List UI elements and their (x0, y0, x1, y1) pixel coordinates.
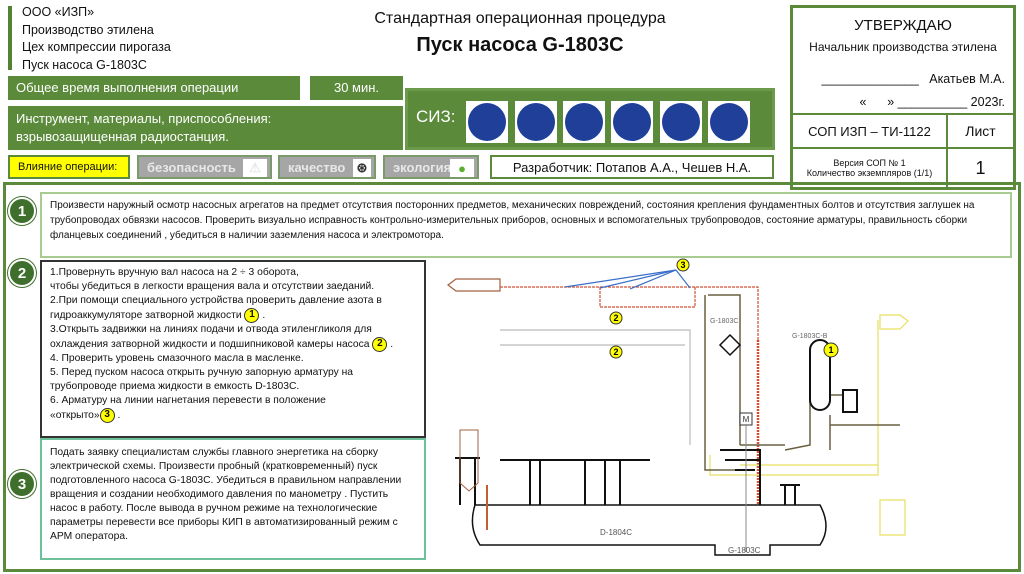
step-2-line-text: гидроаккумуляторе затворной жидкости (50, 310, 242, 322)
org-name: ООО «ИЗП» (22, 5, 95, 19)
sheet-number: 1 (948, 147, 1013, 187)
step-2-line: 4. Проверить уровень смазочного масла в … (50, 353, 304, 365)
steps-frame (3, 182, 1021, 572)
approval-date: « » __________ 2023г. (859, 95, 1005, 109)
approval-block: УТВЕРЖДАЮ Начальник производства этилена… (790, 5, 1016, 190)
outlet-arrow (447, 278, 501, 292)
step-2-line: 2.При помощи специального устройства про… (50, 295, 382, 306)
approval-position: Начальник производства этилена (809, 40, 997, 54)
diagram-marker-2b: 2 (613, 347, 618, 357)
tools-label: Инструмент, материалы, приспособления: (16, 111, 272, 126)
step-2-line: чтобы убедиться в легкости вращения вала… (50, 281, 375, 292)
tools-box: Инструмент, материалы, приспособления: в… (8, 106, 403, 150)
version-text: Версия СОП № 1 (833, 158, 906, 168)
tools-value: взрывозащищенная радиостанция. (16, 129, 229, 144)
leaf-icon: ● (450, 159, 474, 177)
accumulator-label: G-1803C-B (792, 333, 828, 340)
approval-heading: УТВЕРЖДАЮ (854, 17, 952, 34)
org-info: ООО «ИЗП» Производство этилена Цех компр… (22, 4, 171, 74)
step-2-line: 6. Арматуру на линии нагнетания перевест… (50, 395, 326, 407)
version-info: Версия СОП № 1 Количество экземпляров (1… (793, 147, 948, 187)
step-2-line: гидроаккумуляторе затворной жидкости 1 . (50, 308, 266, 323)
time-label: Общее время выполнения операции (8, 76, 300, 100)
step-2-line: 1.Провернуть вручную вал насоса на 2 ÷ 3… (50, 267, 299, 278)
impact-label: Влияние операции: (8, 155, 130, 179)
doc-code: СОП ИЗП – ТИ-1122 (793, 113, 948, 147)
step-2-line-text: охлаждения затворной жидкости и подшипни… (50, 339, 370, 351)
step-3-text: Подать заявку специалистам службы главно… (40, 438, 426, 560)
safety-boots-icon (515, 101, 557, 143)
impact-quality-label: качество (288, 159, 346, 175)
ear-protection-icon (708, 101, 750, 143)
impact-safety-label: безопасность (147, 159, 236, 175)
impact-quality: качество ⊛ (278, 155, 376, 179)
time-value: 30 мин. (310, 76, 403, 100)
step-2-line-text: «открыто» (50, 410, 100, 422)
impact-ecology: экология● (383, 155, 479, 179)
marker-3: 3 (99, 408, 115, 424)
hard-hat-icon (563, 101, 605, 143)
step-1-text: Произвести наружный осмотр насосных агре… (40, 192, 1012, 258)
step-2-line: трубопроводе приема жидкости в емкость D… (50, 381, 300, 393)
pump-top-label: G-1803C (710, 318, 738, 325)
gloves-icon (611, 101, 653, 143)
step-2-line: 3.Открыть задвижки на линиях подачи и от… (50, 324, 372, 336)
step-2-line: охлаждения затворной жидкости и подшипни… (50, 337, 394, 353)
header-accent-bar (8, 6, 12, 70)
org-division: Производство этилена (22, 22, 154, 37)
ppe-label: СИЗ: (416, 107, 456, 126)
pump-piping-diagram: M G-1803C G-1803C-B D-1804C G-1803C 3 2 … (447, 258, 909, 556)
marker-2: 2 (372, 337, 388, 353)
accumulator-vessel (809, 339, 831, 411)
quality-mark-icon: ⊛ (353, 159, 371, 177)
tank-label: D-1804C (600, 528, 632, 537)
tank-d-1804c (471, 504, 827, 556)
protective-suit-icon (466, 101, 508, 143)
approval-signature: ______________ Акатьев М.А. (821, 72, 1005, 86)
pump-bottom-label: G-1803C (728, 546, 761, 555)
diagram-marker-2a: 2 (613, 313, 618, 323)
org-operation: Пуск насоса G-1803C (22, 57, 147, 72)
page-subtitle: Стандартная операционная процедура (374, 10, 666, 27)
motor-label: M (743, 415, 750, 424)
step-number-3: 3 (8, 470, 36, 498)
step-2-line: «открыто»3 . (50, 408, 121, 424)
developer: Разработчик: Потапов А.А., Чешев Н.А. (490, 155, 774, 179)
step-2-line: 5. Перед пуском насоса открыть ручную за… (50, 367, 354, 379)
page-title: Пуск насоса G-1803C (416, 34, 624, 56)
ppe-box: СИЗ: (405, 88, 775, 150)
safety-goggles-icon (660, 101, 702, 143)
copies-text: Количество экземпляров (1/1) (806, 168, 933, 178)
step-number-1: 1 (8, 197, 36, 225)
filter (718, 333, 742, 357)
step-2-box: 1.Провернуть вручную вал насоса на 2 ÷ 3… (40, 260, 426, 438)
step-number-2: 2 (8, 259, 36, 287)
diagram-marker-1: 1 (828, 345, 833, 355)
warning-icon: ⚠ (243, 159, 267, 177)
impact-ecology-label: экология (393, 159, 452, 175)
diagram-marker-3: 3 (680, 260, 685, 270)
impact-safety: безопасность ⚠ (137, 155, 272, 179)
org-shop: Цех компрессии пирогаза (22, 40, 171, 54)
sheet-label: Лист (948, 113, 1013, 147)
marker-1: 1 (244, 308, 260, 323)
